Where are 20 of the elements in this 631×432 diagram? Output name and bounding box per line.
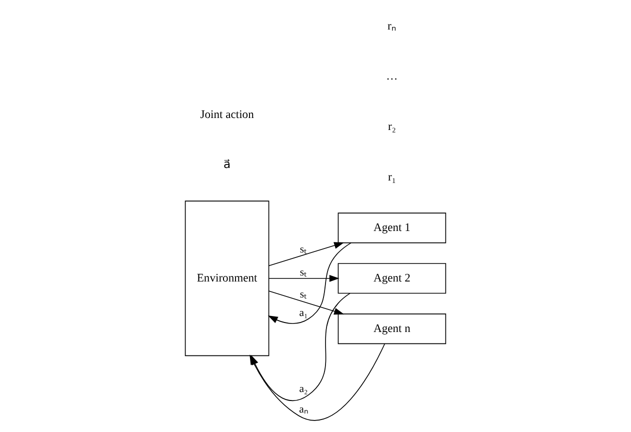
edge-label: a₁ — [299, 306, 308, 319]
label: a⃗ — [224, 157, 231, 172]
node-box: Agent n — [338, 314, 446, 344]
edge-label: aₙ — [299, 404, 308, 416]
label: … — [386, 70, 398, 83]
node-box: Agent 1 — [338, 212, 446, 244]
arrow — [268, 290, 344, 315]
label: Joint action — [200, 108, 254, 121]
label: r₁ — [388, 170, 396, 184]
node-box: Environment — [184, 200, 270, 356]
edge-label: sₜ — [300, 266, 308, 278]
arrow — [268, 274, 340, 282]
arrow — [268, 242, 352, 324]
edge-label: sₜ — [300, 288, 308, 301]
label: rₙ — [388, 19, 396, 32]
edge-label: a₂ — [299, 382, 308, 395]
node-box: Agent 2 — [338, 263, 446, 294]
edge-label: sₜ — [300, 243, 308, 256]
label: r₂ — [388, 120, 396, 134]
arrow — [268, 242, 344, 266]
